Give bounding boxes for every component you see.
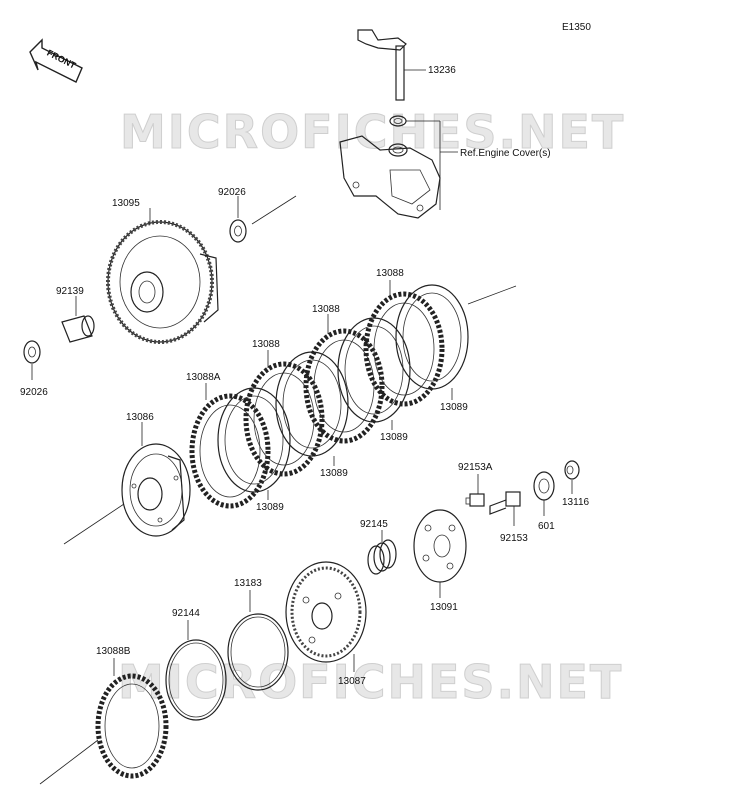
friction-plate-13088B <box>95 673 169 779</box>
bearing <box>533 471 555 501</box>
pressure-plate <box>413 509 467 583</box>
part-label-13236: 13236 <box>428 65 456 76</box>
part-label-92026-bottom: 92026 <box>20 387 48 398</box>
ref-engine-cover-note: Ref.Engine Cover(s) <box>460 148 551 159</box>
part-label-13088A: 13088A <box>186 372 221 383</box>
part-label-13095: 13095 <box>112 198 140 209</box>
washer-top <box>229 219 247 243</box>
part-label-13088-b: 13088 <box>312 304 340 315</box>
part-label-13088-a: 13088 <box>376 268 404 279</box>
part-label-92144: 92144 <box>172 608 200 619</box>
plate-stack <box>189 284 469 509</box>
engine-cover-ref <box>339 115 458 219</box>
part-label-92139: 92139 <box>56 286 84 297</box>
bolt-92153 <box>489 491 521 515</box>
part-label-92145: 92145 <box>360 519 388 530</box>
clutch-gear-plate <box>285 561 367 663</box>
spring <box>367 539 397 575</box>
part-label-13183: 13183 <box>234 578 262 589</box>
watermark-top: MICROFICHES.NET <box>120 105 625 159</box>
part-label-92153A: 92153A <box>458 462 493 473</box>
part-label-13088B: 13088B <box>96 646 131 657</box>
washer-bottom <box>23 340 41 364</box>
part-label-92026-top: 92026 <box>218 187 246 198</box>
ring-13183 <box>227 613 289 691</box>
part-label-13089-c: 13089 <box>320 468 348 479</box>
ring-92144 <box>165 639 227 721</box>
part-label-13089-b: 13089 <box>380 432 408 443</box>
front-arrow-icon: FRONT <box>29 38 83 83</box>
part-label-13091: 13091 <box>430 602 458 613</box>
clutch-housing <box>106 220 219 344</box>
clutch-push-lever <box>357 29 426 101</box>
bolt-92153A <box>465 493 485 507</box>
cap-13116 <box>564 460 580 480</box>
clutch-hub <box>121 443 191 537</box>
part-label-13086: 13086 <box>126 412 154 423</box>
part-label-13087: 13087 <box>338 676 366 687</box>
part-label-13089-d: 13089 <box>256 502 284 513</box>
part-label-13089-a: 13089 <box>440 402 468 413</box>
sleeve <box>61 315 95 343</box>
watermark-bottom: MICROFICHES.NET <box>118 655 623 709</box>
part-label-13088-c: 13088 <box>252 339 280 350</box>
diagram-code: E1350 <box>562 22 591 33</box>
part-label-92153: 92153 <box>500 533 528 544</box>
part-label-601: 601 <box>538 521 555 532</box>
part-label-13116: 13116 <box>562 497 590 508</box>
